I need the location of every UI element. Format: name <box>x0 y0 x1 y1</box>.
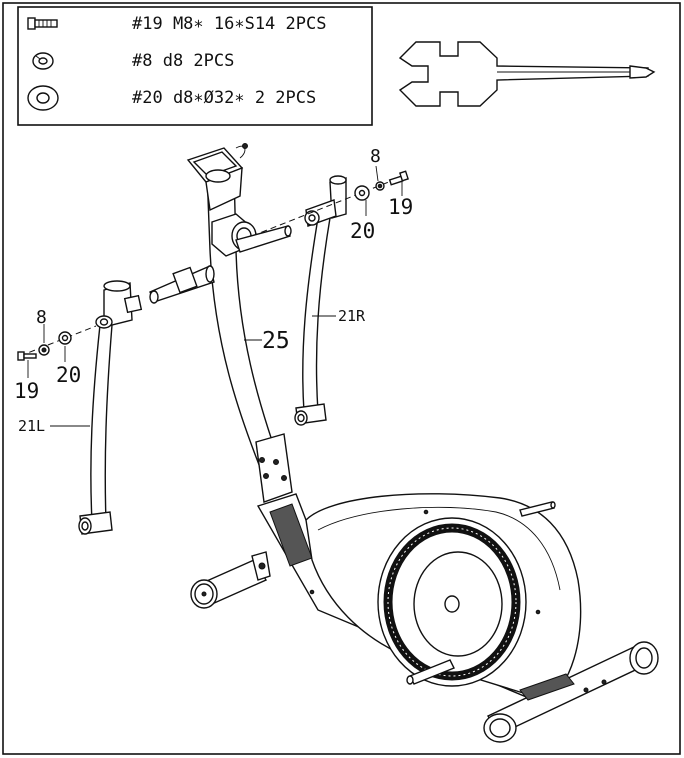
parts-row-bolt: #19 M8∗ 16∗S14 2PCS <box>27 14 326 34</box>
left-handlebar-21l <box>78 280 143 535</box>
right-fasteners <box>251 165 409 237</box>
left-washer-8 <box>38 344 50 356</box>
left-washer-20 <box>58 331 72 345</box>
callout-handlebar-21l: 21L <box>18 417 45 435</box>
flywheel <box>383 523 521 681</box>
left-bolt-19 <box>17 351 37 361</box>
flat-washer-icon <box>27 85 59 111</box>
callout-upright-post-25: 25 <box>262 328 290 354</box>
callout-bolt-19-right: 19 <box>388 195 413 219</box>
right-handlebar-21r <box>294 175 347 426</box>
parts-row-spring-washer: #8 d8 2PCS <box>32 51 234 71</box>
hardware-parts-box: #19 M8∗ 16∗S14 2PCS #8 d8 2PCS #20 d8∗Ø3… <box>17 6 373 126</box>
part-label-flat-washer: #20 d8∗Ø32∗ 2 2PCS <box>132 88 316 108</box>
callout-washer-20-right: 20 <box>350 219 375 243</box>
part-label-bolt: #19 M8∗ 16∗S14 2PCS <box>132 14 326 34</box>
callouts: 8 19 20 21R 25 8 20 19 21L <box>14 146 413 435</box>
spring-washer-icon <box>32 52 54 70</box>
elliptical-main-body <box>190 493 659 743</box>
callout-washer-20-left: 20 <box>56 363 81 387</box>
right-washer-8 <box>375 181 385 191</box>
right-washer-20 <box>354 185 370 201</box>
left-fasteners <box>17 324 97 378</box>
callout-handlebar-21r: 21R <box>338 307 366 325</box>
bolt-icon <box>27 17 58 30</box>
upright-post-25 <box>149 143 293 503</box>
callout-bolt-19-left: 19 <box>14 379 39 403</box>
callout-washer-8-right: 8 <box>370 146 381 167</box>
part-label-spring-washer: #8 d8 2PCS <box>132 51 234 71</box>
parts-row-flat-washer: #20 d8∗Ø32∗ 2 2PCS <box>27 85 316 111</box>
right-bolt-19 <box>388 170 409 186</box>
callout-washer-8-left: 8 <box>36 307 47 328</box>
allen-wrench-screwdriver-icon <box>398 41 656 107</box>
